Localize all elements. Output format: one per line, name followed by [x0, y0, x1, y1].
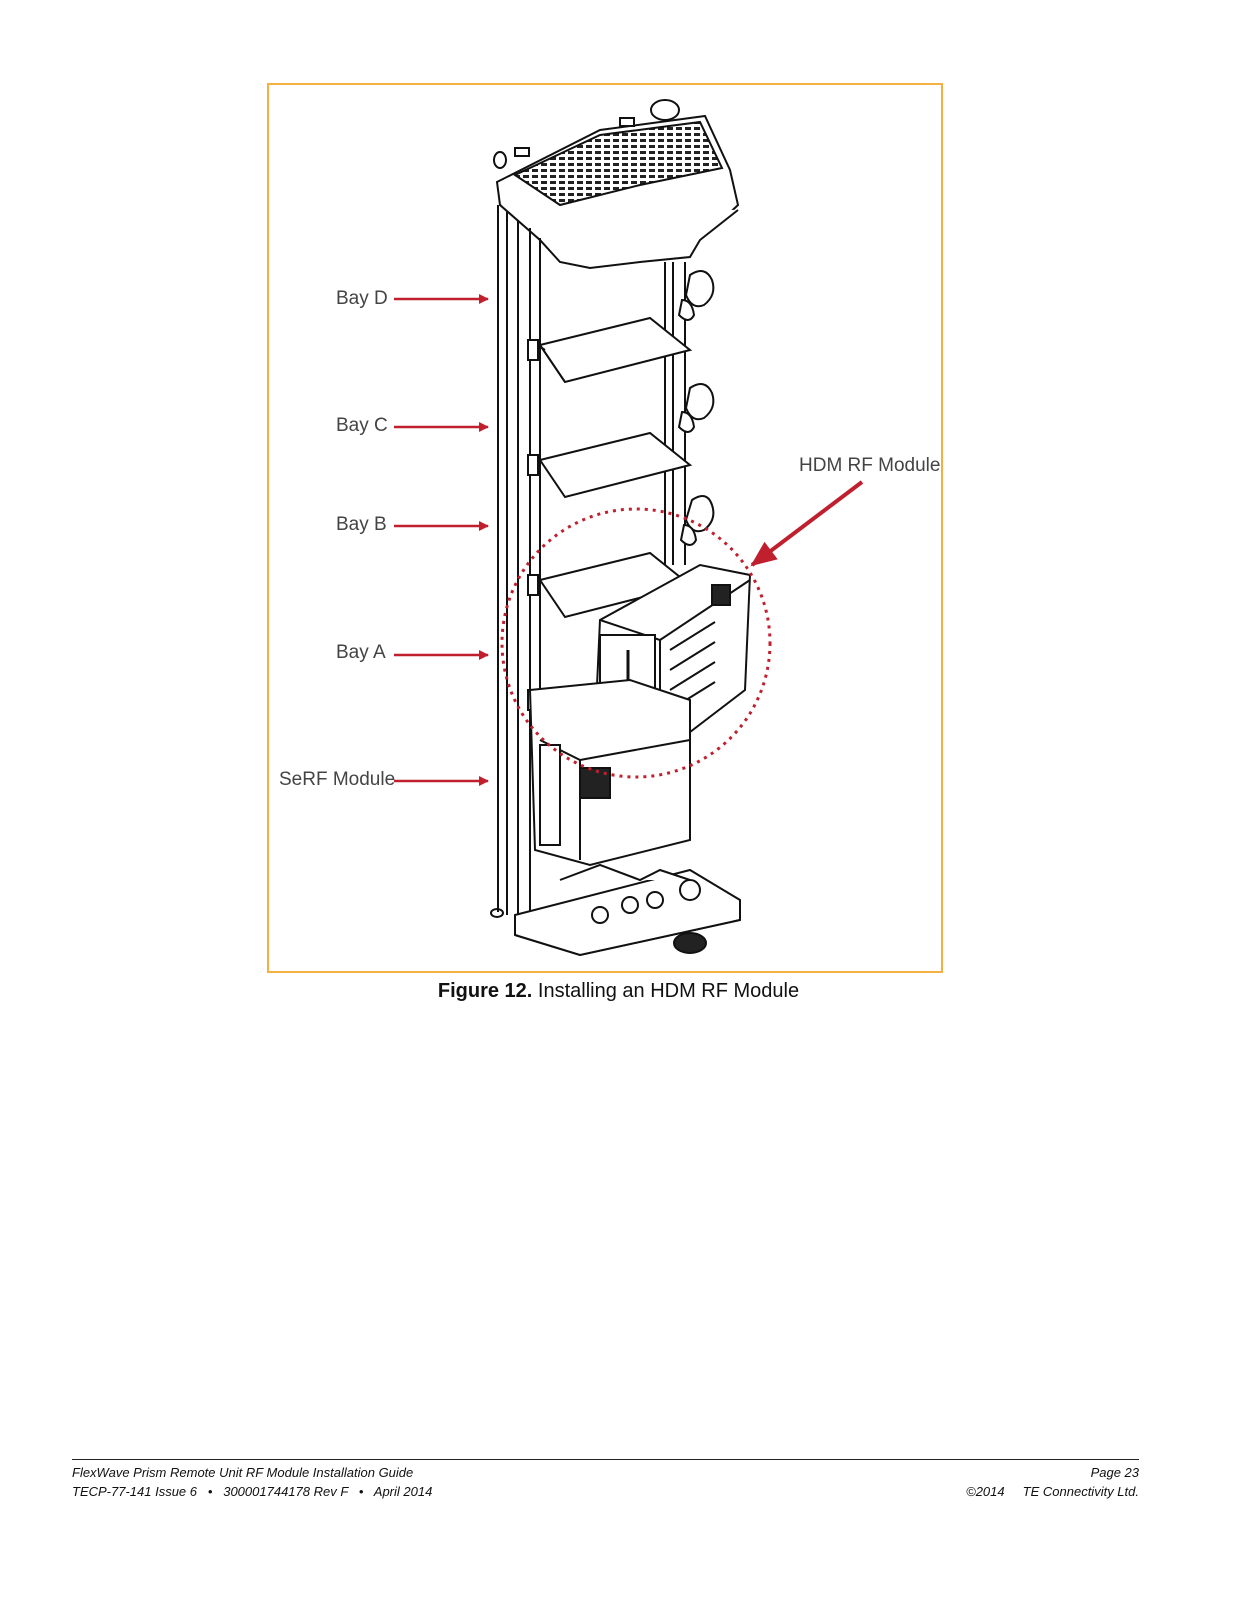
caption-number: Figure 12.	[437, 980, 533, 1002]
chassis-base	[514, 863, 741, 957]
bay-d-label: Bay D	[336, 288, 388, 309]
bay-shelves	[527, 316, 693, 711]
caption-text: Installing an HDM RF Module	[532, 980, 800, 1002]
callout-arrows	[394, 294, 864, 786]
hdm-highlight-circle	[500, 507, 772, 779]
top-cover	[493, 99, 740, 270]
footer-guide-title: FlexWave Prism Remote Unit RF Module Ins…	[72, 1465, 414, 1480]
footer-divider	[72, 1459, 1139, 1460]
remote-unit-illustration	[394, 99, 864, 957]
footer-copyright: ©2014 TE Connectivity Ltd.	[966, 1484, 1139, 1499]
bay-c-label: Bay C	[336, 415, 388, 436]
figure-frame	[267, 83, 943, 973]
bay-a-label: Bay A	[336, 642, 386, 663]
hdm-rf-module-arrow	[750, 480, 864, 567]
serf-module-label: SeRF Module	[279, 769, 396, 790]
bay-b-label: Bay B	[336, 514, 387, 535]
serf-module-drawing	[528, 678, 691, 867]
hdm-rf-module-label: HDM RF Module	[799, 455, 941, 476]
figure-caption: Figure 12. Installing an HDM RF Module	[0, 980, 1237, 1003]
footer-doc-info: TECP-77-141 Issue 6 • 300001744178 Rev F…	[72, 1484, 433, 1499]
footer-page-number: Page 23	[1090, 1465, 1139, 1480]
